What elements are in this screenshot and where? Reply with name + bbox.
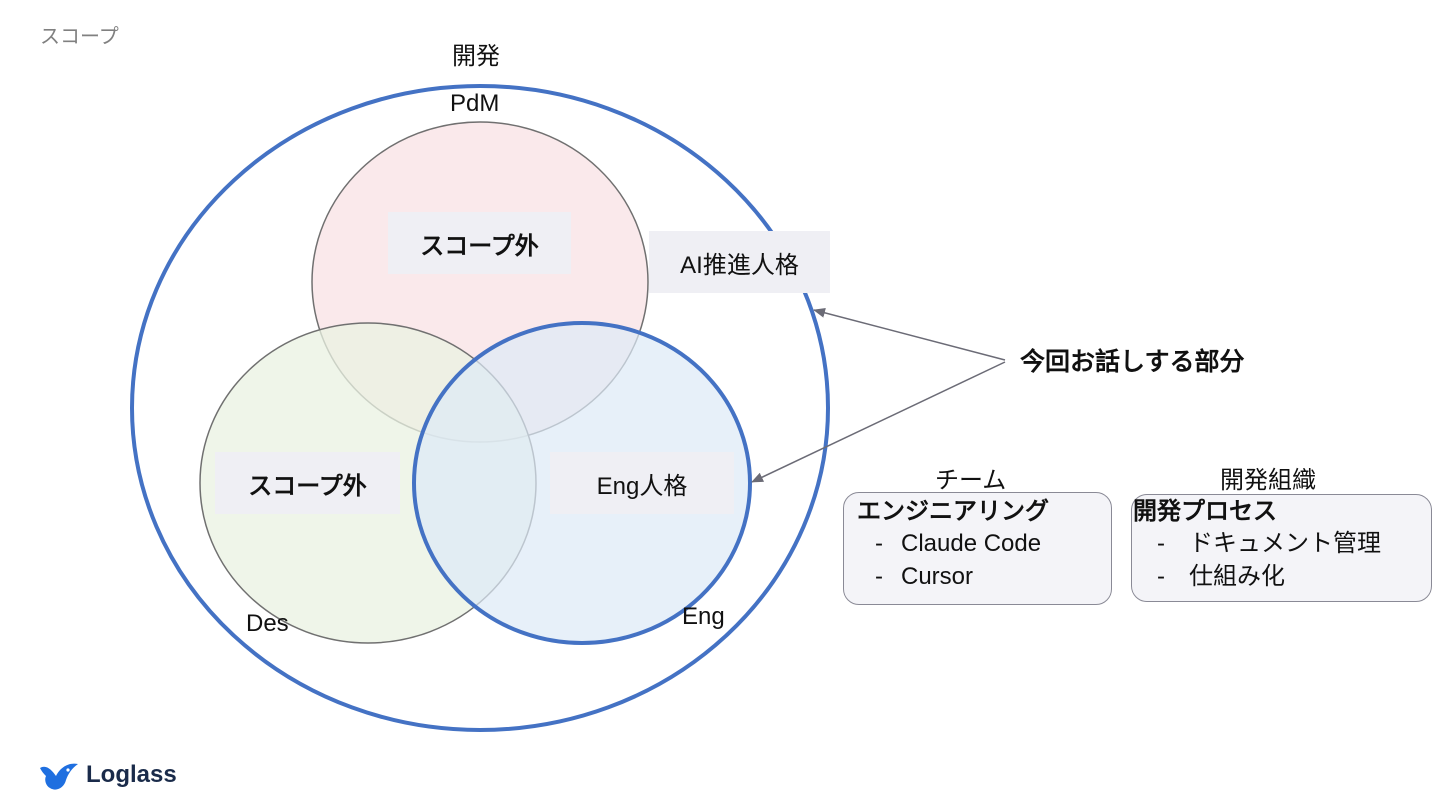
org-box-item: -ドキュメント管理: [1157, 530, 1381, 557]
pdm-label: PdM: [450, 90, 500, 117]
team-box-title: エンジニアリング: [857, 498, 1049, 525]
outer-label: 開発: [452, 43, 500, 70]
callout-label: 今回お話しする部分: [1020, 348, 1245, 376]
des-out-of-scope-chip: スコープ外: [215, 452, 400, 514]
brand-logo: Loglass: [38, 758, 177, 792]
outer-scope-ring: [130, 84, 830, 732]
org-box-title: 開発プロセス: [1133, 498, 1277, 525]
team-heading: チーム: [935, 467, 1007, 494]
arrow-to-ai: [813, 307, 1006, 361]
loglass-bird-icon: [40, 763, 78, 790]
ai-persona-chip: AI推進人格: [649, 231, 830, 293]
eng-persona-chip: Eng人格: [550, 452, 734, 514]
pdm-out-of-scope-chip: スコープ外: [388, 212, 571, 274]
team-box-item: -Cursor: [875, 563, 974, 590]
team-box-item: -Claude Code: [875, 530, 1042, 557]
brand-name: Loglass: [86, 761, 177, 788]
team-box: エンジニアリング -Claude Code -Cursor: [843, 492, 1112, 605]
org-heading: 開発組織: [1220, 467, 1316, 494]
eng-label: Eng: [682, 603, 725, 630]
org-box-item: -仕組み化: [1157, 563, 1285, 590]
slide-title: スコープ: [40, 26, 119, 48]
org-box: 開発プロセス -ドキュメント管理 -仕組み化: [1131, 494, 1432, 602]
arrow-to-eng: [751, 361, 1006, 483]
des-label: Des: [246, 610, 289, 637]
